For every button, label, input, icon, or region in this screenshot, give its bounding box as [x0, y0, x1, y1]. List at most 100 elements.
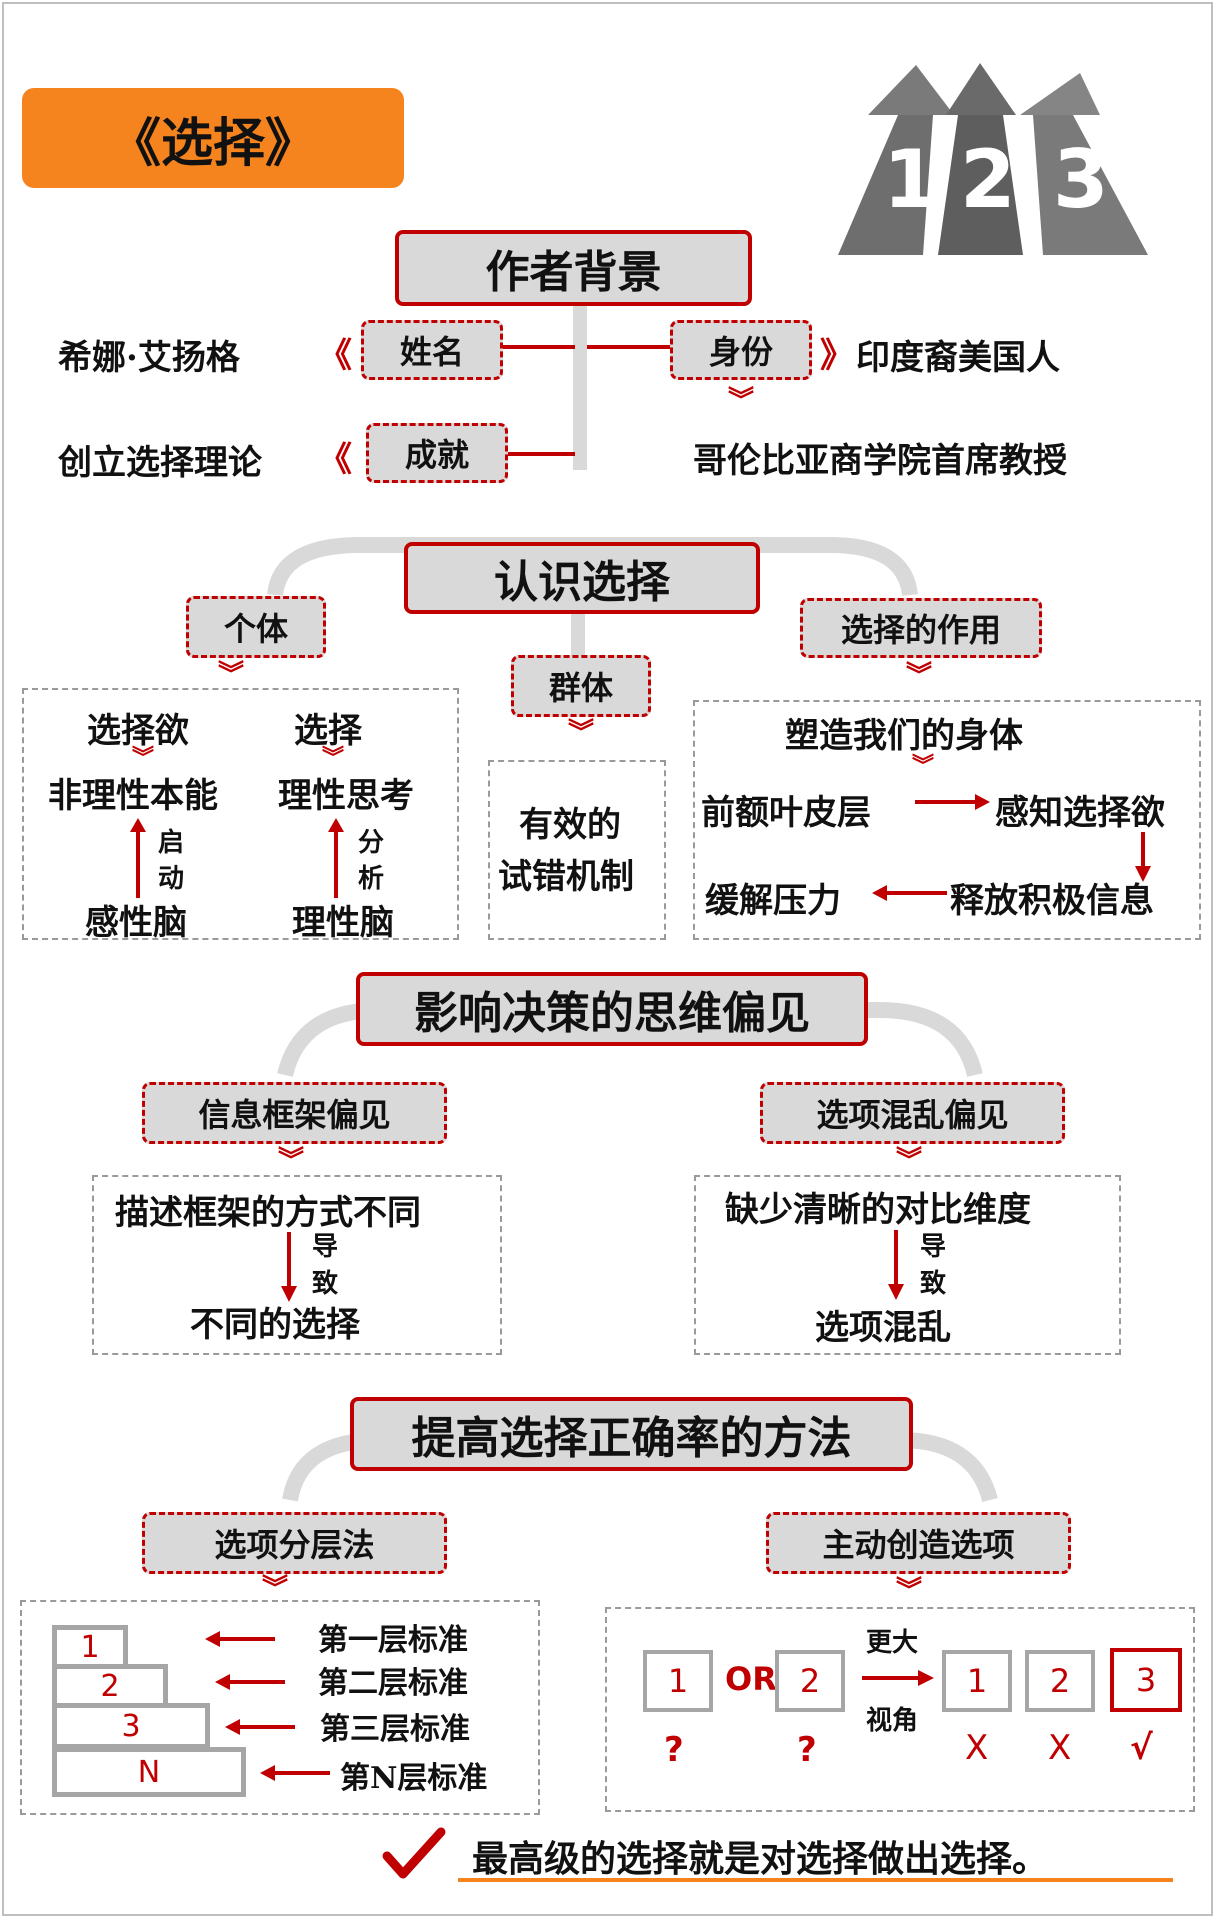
individual-box	[22, 688, 459, 940]
name-line	[503, 345, 575, 349]
create-right-option-3: 3	[1110, 1648, 1182, 1712]
individual-col2-verb2: 析	[358, 864, 385, 894]
function-arrow-a-b	[915, 794, 990, 810]
layer-arrow-3	[225, 1719, 295, 1735]
group-connector	[571, 610, 585, 655]
frame-bias-box	[92, 1175, 502, 1355]
individual-col2-mid: 理性思考	[278, 776, 414, 816]
layer-arrow-1	[205, 1631, 275, 1647]
create-right-option-1: 1	[942, 1650, 1012, 1712]
frame-bias-down-chevron: ︾	[278, 1146, 305, 1176]
create-right-mark-2: X	[1048, 1728, 1072, 1768]
create-right-mark-3: √	[1130, 1728, 1153, 1768]
logo-number-2: 2	[960, 133, 1016, 226]
individual-col1-verb1: 启	[158, 828, 185, 858]
group-line1: 有效的	[519, 805, 621, 845]
layer-step-2: 2	[52, 1664, 168, 1708]
confusion-bias-down-chevron: ︾	[896, 1146, 923, 1176]
achievement-line	[508, 452, 575, 456]
create-right-mark-1: X	[965, 1728, 989, 1768]
individual-col2-chevron: ︾	[322, 746, 345, 771]
create-left-mark-2: ?	[797, 1730, 817, 1770]
layer-standard-n: 第N层标准	[340, 1761, 488, 1796]
frame-bias-arrow	[281, 1232, 297, 1302]
frame-bias-verb1: 导	[312, 1232, 339, 1262]
checkmark-icon	[382, 1827, 446, 1879]
identity-value: 印度裔美国人	[856, 338, 1060, 378]
logo-number-3: 3	[1053, 133, 1109, 226]
create-arrow	[862, 1670, 934, 1686]
layer-step-n: N	[52, 1747, 246, 1797]
identity-sub: 哥伦比亚商学院首席教授	[693, 441, 1067, 481]
create-label: 主动创造选项	[766, 1512, 1071, 1574]
layer-arrow-2	[215, 1674, 285, 1690]
confusion-bias-verb1: 导	[920, 1232, 947, 1262]
confusion-bias-bottom: 选项混乱	[815, 1308, 951, 1348]
layer-standard-1: 第一层标准	[318, 1623, 468, 1658]
frame-bias-bottom: 不同的选择	[190, 1305, 360, 1345]
group-line2: 试错机制	[498, 857, 634, 897]
create-down-chevron: ︾	[896, 1576, 923, 1606]
individual-col2-bottom: 理性脑	[292, 903, 394, 943]
confusion-bias-box	[694, 1175, 1121, 1355]
conclusion-underline	[458, 1878, 1173, 1882]
create-left-option-2: 2	[775, 1650, 845, 1712]
author-connector-vertical	[573, 305, 587, 470]
roads-logo-graphic	[838, 63, 1148, 255]
create-left-mark-1: ?	[664, 1730, 684, 1770]
achievement-label: 成就	[366, 423, 508, 483]
layer-step-3: 3	[52, 1703, 210, 1749]
individual-col1-verb2: 动	[158, 864, 185, 894]
layer-standard-2: 第二层标准	[318, 1666, 468, 1701]
create-arrow-top: 更大	[866, 1628, 919, 1658]
function-label: 选择的作用	[800, 598, 1042, 658]
name-value: 希娜·艾扬格	[58, 338, 240, 378]
function-c: 释放积极信息	[950, 881, 1154, 921]
individual-col2-verb1: 分	[358, 828, 385, 858]
identity-line	[587, 345, 670, 349]
function-a: 前额叶皮层	[701, 793, 871, 833]
individual-down-chevron: ︾	[218, 660, 245, 690]
author-heading: 作者背景	[395, 230, 752, 306]
group-box	[488, 760, 666, 940]
confusion-bias-verb2: 致	[920, 1269, 947, 1299]
layer-standard-3: 第三层标准	[320, 1712, 470, 1747]
individual-col2-arrow	[328, 818, 344, 898]
function-top-chevron: ︾	[912, 754, 935, 779]
bias-heading: 影响决策的思维偏见	[356, 972, 868, 1046]
individual-label: 个体	[186, 596, 326, 658]
frame-bias-top: 描述框架的方式不同	[115, 1193, 421, 1233]
frame-bias-verb2: 致	[312, 1269, 339, 1299]
individual-col1-mid: 非理性本能	[48, 776, 218, 816]
create-right-option-2: 2	[1025, 1650, 1095, 1712]
function-b: 感知选择欲	[995, 793, 1165, 833]
function-arrow-c-d	[872, 885, 947, 901]
layering-down-chevron: ︾	[262, 1574, 289, 1604]
name-label: 姓名	[361, 320, 503, 380]
create-left-option-1: 1	[643, 1650, 713, 1712]
individual-col1-bottom: 感性脑	[85, 903, 187, 943]
understanding-heading: 认识选择	[404, 542, 760, 614]
identity-label: 身份	[670, 320, 812, 380]
individual-col1-arrow	[130, 818, 146, 898]
conclusion-text: 最高级的选择就是对选择做出选择。	[472, 1838, 1049, 1880]
individual-col1-chevron: ︾	[132, 746, 155, 771]
function-arrow-b-c	[1135, 832, 1151, 882]
function-top: 塑造我们的身体	[785, 716, 1023, 756]
frame-bias-label: 信息框架偏见	[142, 1082, 447, 1144]
function-down-chevron: ︾	[906, 661, 933, 691]
name-chevron: 《	[318, 336, 352, 376]
individual-col2-top: 选择	[294, 711, 362, 751]
create-arrow-bottom: 视角	[866, 1706, 919, 1736]
layer-arrow-n	[260, 1765, 330, 1781]
logo-number-1: 1	[883, 133, 939, 226]
individual-col1-top: 选择欲	[87, 711, 189, 751]
confusion-bias-arrow	[888, 1230, 904, 1300]
group-down-chevron: ︾	[568, 718, 595, 748]
function-box	[693, 700, 1201, 940]
group-label: 群体	[511, 655, 651, 717]
layering-label: 选项分层法	[142, 1512, 447, 1574]
identity-down-chevron: ︾	[728, 386, 755, 416]
layer-step-1: 1	[52, 1625, 128, 1669]
